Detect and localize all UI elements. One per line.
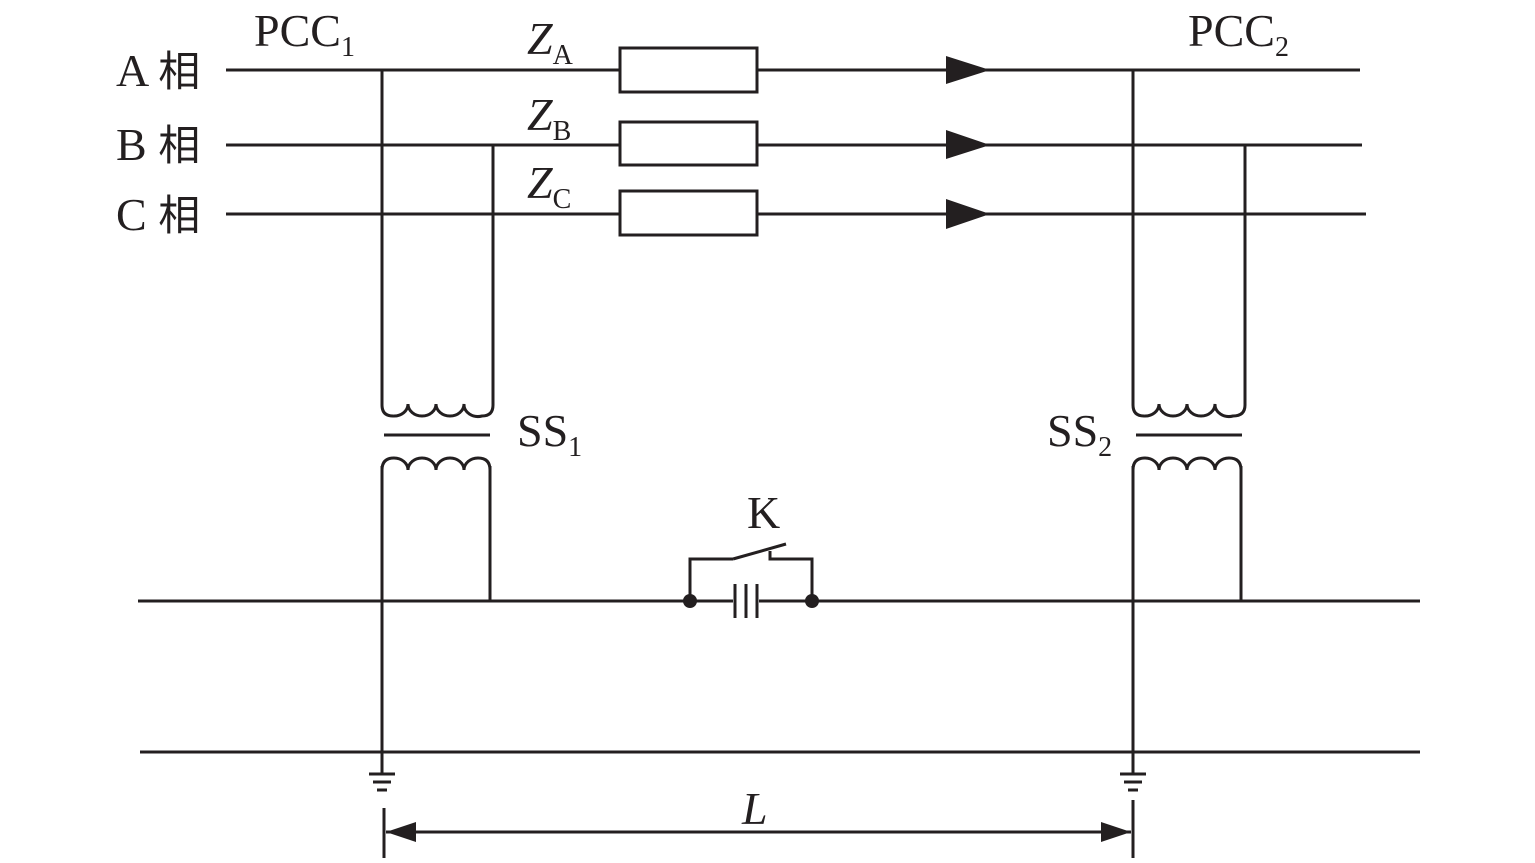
ss1-main: SS	[517, 405, 569, 456]
pcc2-sub: 2	[1274, 32, 1289, 63]
pcc2-main: PCC	[1188, 5, 1275, 56]
pcc1-sub: 1	[340, 32, 355, 63]
pcc2-label: PCC2	[1188, 5, 1289, 62]
impedance-c-box	[618, 189, 759, 237]
dimension-arrow-left	[386, 822, 416, 842]
phase-a-letter: A	[116, 45, 147, 96]
distance-label: L	[742, 786, 768, 832]
impedance-a-subscript: A	[552, 40, 573, 71]
ss2-secondary-coil	[1131, 456, 1243, 471]
ss2-sub: 2	[1098, 432, 1113, 463]
pcc1-label: PCC1	[254, 5, 355, 62]
ss2-label: SS2	[1047, 405, 1112, 462]
switch-k-node-right	[805, 594, 819, 608]
impedance-c-symbol: Z	[527, 157, 553, 208]
ss1-sub: 1	[568, 432, 583, 463]
switch-k-right-arm	[768, 551, 814, 601]
switch-k-label: K	[747, 490, 780, 536]
pcc1-main: PCC	[254, 5, 341, 56]
impedance-b-label: ZB	[527, 89, 571, 146]
switch-k-blade	[732, 542, 787, 561]
phase-a-arrow	[946, 56, 990, 84]
impedance-a-box	[618, 46, 759, 94]
phase-a-suffix: 相	[158, 47, 201, 96]
ss2-main: SS	[1047, 405, 1099, 456]
phase-a-label: A 相	[116, 48, 200, 94]
ss2-primary-coil	[1131, 403, 1247, 418]
phase-c-label: C 相	[116, 192, 200, 238]
ss1-label: SS1	[517, 405, 582, 462]
switch-k-text: K	[747, 487, 781, 538]
impedance-b-subscript: B	[552, 116, 572, 147]
impedance-b-box	[618, 120, 759, 167]
switch-k-left-arm	[688, 557, 733, 601]
phase-c-suffix: 相	[158, 191, 201, 240]
impedance-c-subscript: C	[552, 184, 572, 215]
impedance-b-symbol: Z	[527, 89, 553, 140]
ss1-primary-coil	[380, 403, 495, 418]
impedance-a-label: ZA	[527, 13, 573, 70]
impedance-c-label: ZC	[527, 157, 571, 214]
ss1-secondary-coil	[380, 456, 492, 471]
dimension-arrow-right	[1101, 822, 1131, 842]
distance-text: L	[742, 783, 768, 834]
phase-c-arrow	[946, 199, 990, 229]
phase-b-label: B 相	[116, 122, 200, 168]
phase-b-arrow	[946, 130, 990, 159]
impedance-a-symbol: Z	[527, 13, 553, 64]
phase-b-suffix: 相	[158, 121, 201, 170]
phase-c-letter: C	[116, 189, 147, 240]
switch-k-node-left	[683, 594, 697, 608]
phase-b-letter: B	[116, 119, 147, 170]
